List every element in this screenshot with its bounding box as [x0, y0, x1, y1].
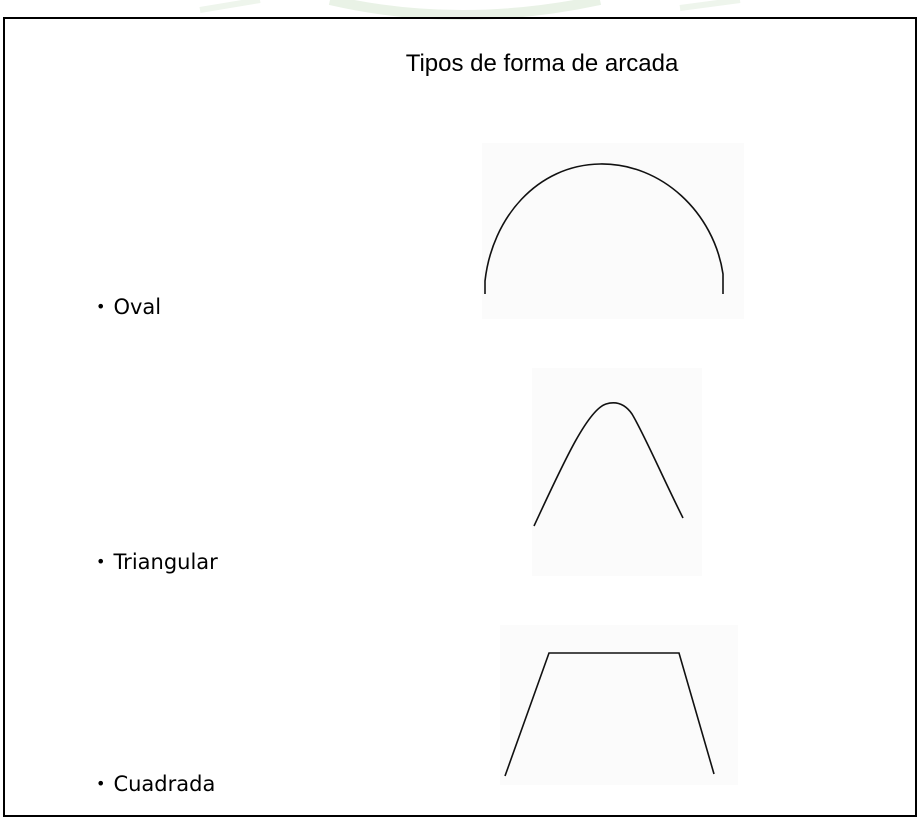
bullet-label-triangular: Triangular — [113, 550, 218, 574]
square-arch-diagram — [500, 625, 738, 785]
bullet-label-cuadrada: Cuadrada — [113, 772, 216, 796]
bullet-icon: • — [96, 774, 106, 793]
slide-frame — [3, 17, 917, 817]
bullet-icon: • — [96, 297, 106, 316]
triangular-arch-icon — [533, 402, 684, 527]
bullet-item-oval: • Oval — [96, 295, 161, 319]
square-arch-icon — [504, 652, 715, 777]
bullet-icon: • — [96, 552, 106, 571]
triangular-arch-diagram — [532, 368, 702, 576]
oval-arch-diagram — [482, 143, 744, 319]
bullet-item-triangular: • Triangular — [96, 550, 218, 574]
bullet-label-oval: Oval — [113, 295, 162, 319]
oval-arch-icon — [484, 163, 724, 294]
bullet-item-cuadrada: • Cuadrada — [96, 772, 215, 796]
slide-title: Tipos de forma de arcada — [405, 50, 679, 77]
